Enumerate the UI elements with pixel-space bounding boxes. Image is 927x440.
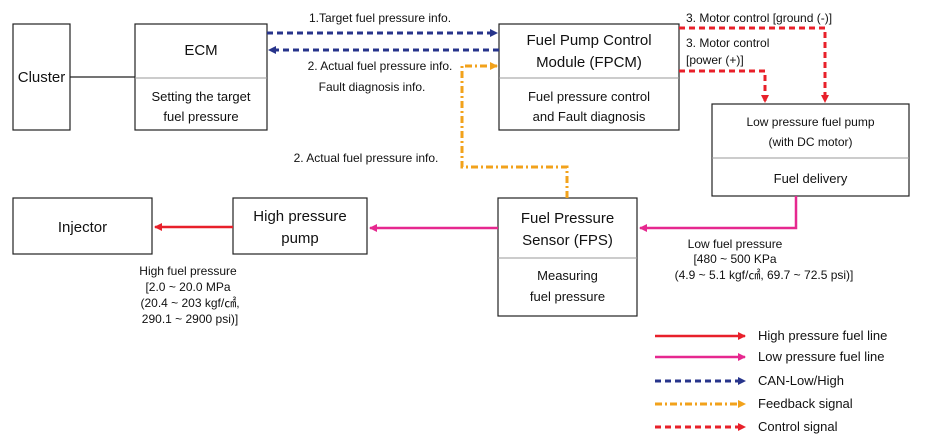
target-info-label: 1.Target fuel pressure info. [309,11,451,25]
legend-label: Low pressure fuel line [758,349,884,364]
hp-pump-title-line-1: High pressure [253,208,346,225]
fps-title-line-2: Sensor (FPS) [522,232,613,249]
fps-desc-line-1: Measuring [537,268,598,283]
fps-box: Fuel Pressure Sensor (FPS) Measuring fue… [497,197,638,317]
lp-pump-title-line-2: (with DC motor) [768,135,852,149]
low-pressure-pump-box: Low pressure fuel pump (with DC motor) F… [711,103,910,197]
actual-info-fps-label: 2. Actual fuel pressure info. [294,151,439,165]
injector-title: Injector [58,219,107,236]
high-pressure-pump-box: High pressure pump [232,197,368,255]
control-ground-line [679,26,829,103]
cluster-box: Cluster [12,23,71,131]
low-pressure-line-pump-to-fps [639,196,798,232]
legend-item-feedback: Feedback signal [655,396,853,411]
fpcm-desc-line-2: and Fault diagnosis [533,109,646,124]
high-pressure-label-2: [2.0 ~ 20.0 MPa [145,280,230,294]
low-pressure-label-2: [480 ~ 500 KPa [693,252,776,266]
fpcm-box: Fuel Pump Control Module (FPCM) Fuel pre… [498,23,680,131]
fps-desc-line-2: fuel pressure [530,289,605,304]
legend-label: High pressure fuel line [758,328,887,343]
cluster-title: Cluster [18,69,66,86]
legend-label: CAN-Low/High [758,373,844,388]
fpcm-title-line-1: Fuel Pump Control [526,32,651,49]
fpcm-title-line-2: Module (FPCM) [536,54,642,71]
legend-item-control: Control signal [655,419,838,434]
high-pressure-label-4: 290.1 ~ 2900 psi)] [142,312,238,326]
legend: High pressure fuel line Low pressure fue… [655,328,887,434]
feedback-signal-line [460,62,569,198]
actual-info-ecm-label-2: Fault diagnosis info. [319,80,426,94]
motor-ground-label: 3. Motor control [ground (-)] [686,11,832,25]
ecm-box: ECM Setting the target fuel pressure [134,23,268,131]
ecm-desc-line-1: Setting the target [151,89,250,104]
hp-pump-title-line-2: pump [281,230,319,247]
injector-box: Injector [12,197,153,255]
legend-item-low-pressure: Low pressure fuel line [655,349,884,364]
fps-title-line-1: Fuel Pressure [521,210,614,227]
legend-item-can: CAN-Low/High [655,373,844,388]
ecm-desc-line-2: fuel pressure [163,109,238,124]
ecm-title: ECM [184,42,217,59]
lp-pump-desc: Fuel delivery [774,171,848,186]
legend-label: Control signal [758,419,838,434]
motor-power-label-1: 3. Motor control [686,36,769,50]
high-pressure-label-1: High fuel pressure [139,264,237,278]
motor-power-label-2: [power (+)] [686,53,744,67]
legend-label: Feedback signal [758,396,853,411]
actual-info-ecm-label-1: 2. Actual fuel pressure info. [308,59,453,73]
lp-pump-title-line-1: Low pressure fuel pump [746,115,874,129]
high-pressure-label-3: (20.4 ~ 203 kgf/㎠, [140,296,239,310]
fpcm-desc-line-1: Fuel pressure control [528,89,650,104]
low-pressure-label-1: Low fuel pressure [688,237,783,251]
control-power-line [679,69,769,103]
legend-item-high-pressure: High pressure fuel line [655,328,887,343]
low-pressure-label-3: (4.9 ~ 5.1 kgf/㎠, 69.7 ~ 72.5 psi)] [675,268,854,282]
